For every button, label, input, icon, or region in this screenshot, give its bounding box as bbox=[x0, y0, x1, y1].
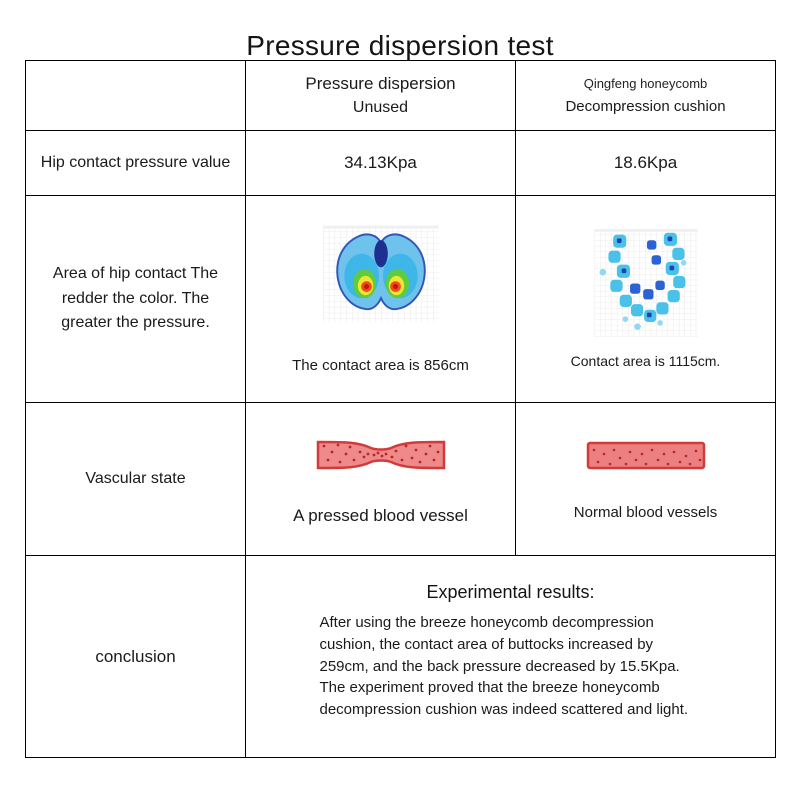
pressure-cushion-cell: 18.6Kpa bbox=[515, 130, 776, 196]
header-cushion-title: Qingfeng honeycomb bbox=[583, 76, 708, 91]
pressure-value-row: Hip contact pressure value 34.13Kpa 18.6… bbox=[25, 130, 776, 196]
pressure-cushion-value: 18.6Kpa bbox=[613, 153, 678, 172]
area-unused-caption: The contact area is 856cm bbox=[292, 356, 469, 374]
normal-blood-vessel-image bbox=[586, 441, 705, 469]
area-cushion-cell: Contact area is 1115cm. bbox=[515, 195, 776, 403]
header-cushion-cell: Qingfeng honeycomb Decompression cushion bbox=[515, 60, 776, 131]
vascular-cushion-cell: Normal blood vessels bbox=[515, 402, 776, 556]
header-unused-subtitle: Unused bbox=[352, 99, 409, 116]
conclusion-results-cell: Experimental results: After using the br… bbox=[245, 555, 776, 758]
vascular-unused-cell: A pressed blood vessel bbox=[245, 402, 516, 556]
header-row: Pressure dispersion Unused Qingfeng hone… bbox=[25, 60, 776, 131]
vascular-cushion-caption: Normal blood vessels bbox=[573, 503, 718, 521]
pressure-row-label: Hip contact pressure value bbox=[40, 154, 231, 171]
conclusion-label-cell: conclusion bbox=[25, 555, 246, 758]
pressed-blood-vessel-image bbox=[316, 440, 445, 470]
vascular-unused-caption: A pressed blood vessel bbox=[293, 506, 468, 525]
corner-cell bbox=[25, 60, 246, 131]
experimental-results-body: After using the breeze honeycomb decompr… bbox=[319, 614, 689, 718]
area-row-label-cell: Area of hip contact The redder the color… bbox=[25, 195, 246, 403]
contact-area-row: Area of hip contact The redder the color… bbox=[25, 195, 776, 403]
vascular-state-row: Vascular state bbox=[25, 402, 776, 556]
pressure-unused-cell: 34.13Kpa bbox=[245, 130, 516, 196]
header-unused-cell: Pressure dispersion Unused bbox=[245, 60, 516, 131]
header-cushion-subtitle: Decompression cushion bbox=[565, 98, 726, 115]
header-unused-title: Pressure dispersion bbox=[305, 74, 456, 93]
page-title: Pressure dispersion test bbox=[246, 30, 554, 61]
pressure-row-label-cell: Hip contact pressure value bbox=[25, 130, 246, 196]
area-cushion-caption: Contact area is 1115cm. bbox=[570, 353, 721, 369]
conclusion-row: conclusion Experimental results: After u… bbox=[25, 555, 776, 758]
vascular-row-label: Vascular state bbox=[85, 470, 186, 487]
comparison-table: Pressure dispersion Unused Qingfeng hone… bbox=[25, 60, 776, 758]
area-row-label: Area of hip contact The redder the color… bbox=[52, 264, 219, 332]
hip-pressure-map-cushion-image bbox=[593, 229, 698, 337]
experimental-results-title: Experimental results: bbox=[426, 582, 595, 602]
conclusion-label: conclusion bbox=[95, 646, 176, 666]
hip-pressure-map-unused-image bbox=[322, 225, 439, 322]
vascular-row-label-cell: Vascular state bbox=[25, 402, 246, 556]
pressure-unused-value: 34.13Kpa bbox=[344, 153, 417, 172]
area-unused-cell: The contact area is 856cm bbox=[245, 195, 516, 403]
